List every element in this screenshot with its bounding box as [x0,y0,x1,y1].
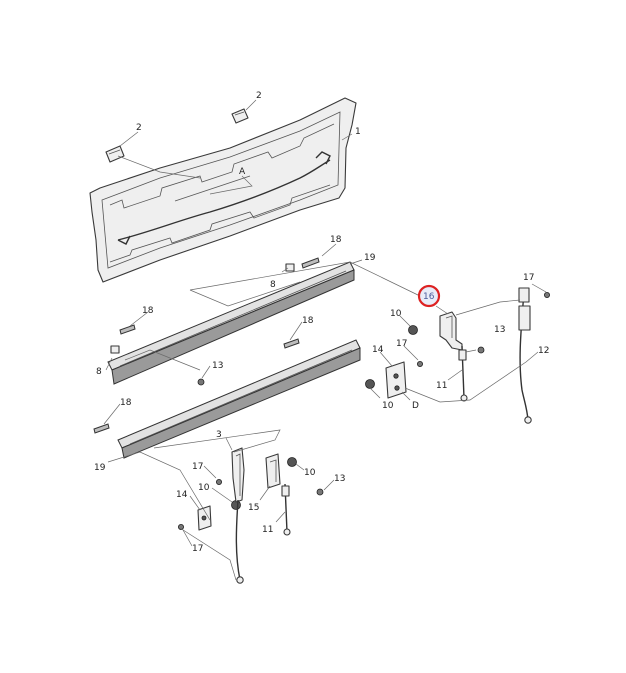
link-rod-lower [235,499,244,584]
callout-14-b: 14 [176,490,188,500]
callout-11-b: 11 [262,525,273,535]
callout-13-a: 13 [212,361,223,371]
bolt-17-b [416,360,423,367]
bolt-13-c [316,488,324,496]
bolt-17-a [544,291,551,298]
clip-upper-left [105,145,125,163]
clip-18-c [283,338,300,349]
link-rod-12 [518,287,532,424]
callout-2-left: 2 [136,123,142,133]
callout-1: 1 [355,127,361,137]
clip-18-d [93,423,110,434]
bracket-16 [439,311,463,351]
bolt-13-b [477,346,485,354]
clip-18-b [119,324,136,335]
callout-17-c: 17 [192,462,203,472]
rail-upper [107,261,355,385]
callout-10-b: 10 [382,401,394,411]
callout-A: A [239,167,246,177]
callout-13-c: 13 [334,474,345,484]
hinge-14-upper [385,361,407,399]
bracket-15 [265,453,281,489]
callout-18-a: 18 [330,235,342,245]
callout-18-b: 18 [142,306,154,316]
callout-13-b: 13 [494,325,505,335]
callout-18-d: 18 [120,398,132,408]
highlight-ring-16 [417,284,441,308]
latch-bracket-3 [231,447,245,503]
callout-17-a: 17 [523,273,534,283]
clip-8-b [110,345,120,354]
clip-upper-right [231,108,249,124]
rod-11-lower [281,483,291,536]
callout-8-b: 8 [96,367,102,377]
callout-17-d: 17 [192,544,203,554]
callout-16[interactable]: 16 [423,292,435,302]
callout-17-b: 17 [396,339,407,349]
nut-10-c [287,457,297,467]
callout-11-a: 11 [436,381,447,391]
callout-10-d: 10 [198,483,210,493]
rod-11-upper [458,345,468,402]
clip-18-a [301,257,320,269]
bolt-17-d [177,524,184,531]
callout-15: 15 [248,503,259,513]
nut-10-b [365,379,375,389]
callout-14-a: 14 [372,345,384,355]
callout-19-b: 19 [94,463,106,473]
callout-12: 12 [538,346,549,356]
bolt-13-a [197,378,205,386]
callout-3: 3 [216,430,222,440]
hinge-14-lower [197,505,212,531]
bolt-17-c [215,478,222,485]
tailgate-panel [89,97,357,283]
rail-lower [117,339,361,459]
leader-lines [103,99,547,581]
callout-2-upper: 2 [256,91,262,101]
callout-10-a: 10 [390,309,402,319]
clip-8-a [285,263,295,272]
callout-8-a: 8 [270,280,276,290]
nut-10-a [408,325,418,335]
callout-18-c: 18 [302,316,314,326]
callout-10-c: 10 [304,468,316,478]
callout-D: D [412,401,419,411]
callout-labels: 1 2 2 A 18 19 8 16 17 10 18 13 17 14 12 … [94,91,549,554]
callout-19-a: 19 [364,253,376,263]
